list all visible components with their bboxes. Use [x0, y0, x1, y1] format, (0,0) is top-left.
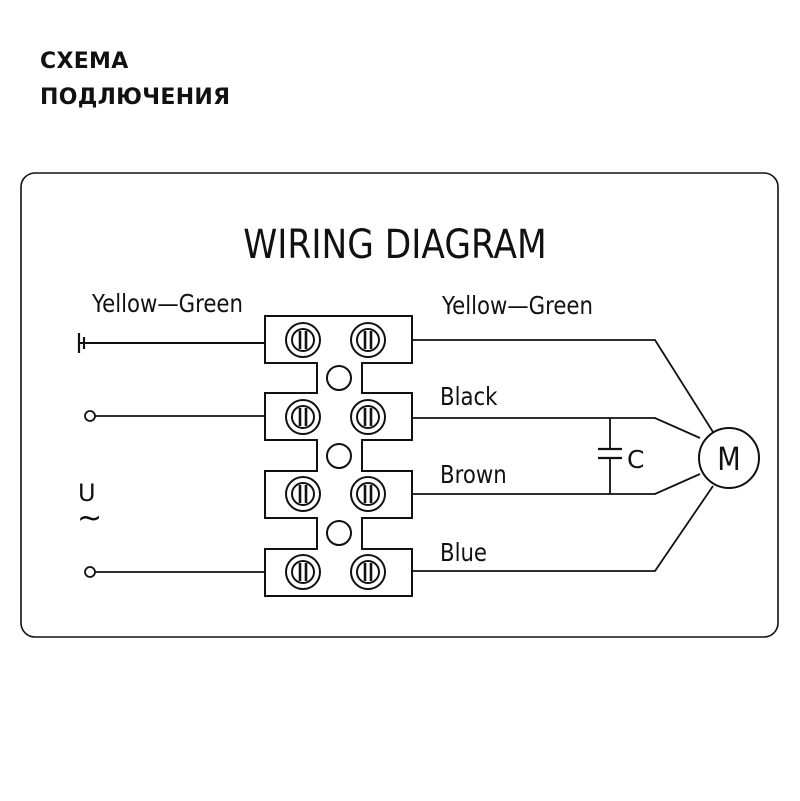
screw-row-4-right [350, 554, 386, 590]
wire-blue [412, 485, 714, 572]
screw-row-4-left [285, 554, 321, 590]
block-hole-3 [326, 520, 352, 546]
screw-row-1-right [350, 322, 386, 358]
label-motor: M [717, 441, 740, 479]
wire-ground-out [412, 339, 714, 433]
supply-terminal-bottom [84, 566, 96, 578]
screw-row-3-left [285, 476, 321, 512]
diagram-title: WIRING DIAGRAM [243, 220, 546, 267]
block-hole-2 [326, 443, 352, 469]
wire-black [412, 417, 701, 439]
diagram-frame [20, 172, 779, 638]
screw-row-1-left [285, 322, 321, 358]
heading-line-1: СХЕМА [40, 49, 129, 74]
screw-row-2-right [350, 399, 386, 435]
heading-line-2: ПОДЛЮЧЕНИЯ [40, 85, 231, 110]
screw-row-3-right [350, 476, 386, 512]
label-black: Black [440, 382, 498, 411]
terminal-block [264, 315, 413, 597]
wire-brown [412, 473, 701, 495]
page-heading: СХЕМА ПОДЛЮЧЕНИЯ [40, 44, 230, 116]
label-capacitor: C [627, 445, 644, 474]
label-voltage: U [78, 479, 96, 507]
screw-row-2-left [285, 399, 321, 435]
label-brown: Brown [440, 460, 507, 489]
label-ground-right: Yellow—Green [441, 291, 593, 320]
capacitor-symbol [598, 418, 622, 494]
supply-terminal-top [84, 410, 96, 422]
motor-symbol [698, 427, 760, 489]
label-ac: ~ [77, 501, 102, 536]
label-blue: Blue [440, 538, 487, 567]
label-ground-left: Yellow—Green [91, 289, 243, 318]
block-hole-1 [326, 365, 352, 391]
